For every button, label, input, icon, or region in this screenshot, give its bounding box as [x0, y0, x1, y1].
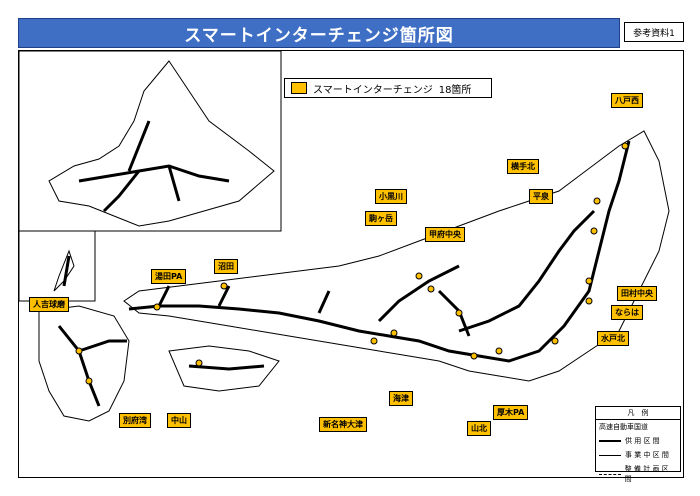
page-title-bar: スマートインターチェンジ箇所図 — [18, 18, 620, 48]
smart-ic-label: ならは — [611, 305, 643, 320]
expressway-network — [57, 140, 631, 407]
map-legend: 凡 例 高速自動車国道 供 用 区 間 事 業 中 区 間 整 備 計 画 区 … — [595, 406, 681, 483]
line-sample — [599, 454, 621, 456]
smart-ic-label: 別府湾 — [119, 413, 151, 428]
hokkaido-inset — [19, 51, 282, 232]
smart-ic-label: 駒ヶ岳 — [365, 211, 397, 226]
map-legend-row: 高速自動車国道 — [596, 420, 680, 434]
page-title: スマートインターチェンジ箇所図 — [184, 25, 454, 46]
legend-count: 18箇所 — [438, 84, 472, 96]
reference-badge: 参考資料1 — [624, 22, 684, 42]
map-legend-text: 整 備 計 画 区 間 — [624, 465, 669, 483]
map-legend-text: 事 業 中 区 間 — [625, 451, 669, 459]
kyushu-outline — [38, 305, 130, 422]
map-legend-row: 事 業 中 区 間 — [596, 448, 680, 462]
japan-map — [19, 51, 670, 422]
line-sample — [599, 440, 621, 442]
smart-ic-label: 中山 — [167, 413, 191, 428]
smart-ic-label: 沼田 — [214, 259, 238, 274]
okinawa-inset — [19, 230, 96, 302]
line-sample — [599, 473, 621, 475]
okinawa-outline — [53, 249, 75, 292]
legend-swatch — [291, 82, 307, 94]
smart-ic-label: 甲府中央 — [425, 227, 465, 242]
smart-ic-markers — [75, 142, 629, 385]
smart-ic-label: 小黒川 — [375, 189, 407, 204]
smart-ic-label: 新名神大津 — [319, 417, 367, 432]
map-frame: スマートインターチェンジ 18箇所 八戸西 横手北 平泉 田村中央 ならは 水戸… — [18, 50, 684, 483]
smart-ic-label: 山北 — [467, 421, 491, 436]
smart-ic-label: 人吉球磨 — [29, 297, 69, 312]
smart-ic-label: 横手北 — [507, 159, 539, 174]
smart-ic-label: 八戸西 — [611, 93, 643, 108]
smart-ic-label: 海津 — [389, 391, 413, 406]
shikoku-outline — [168, 345, 280, 392]
hokkaido-outline — [48, 60, 275, 227]
legend-label: スマートインターチェンジ — [313, 84, 433, 96]
map-legend-header: 凡 例 — [596, 407, 680, 420]
map-legend-text: 供 用 区 間 — [625, 437, 660, 445]
smart-ic-label: 水戸北 — [597, 331, 629, 346]
smart-ic-label: 平泉 — [529, 189, 553, 204]
honshu-outline — [123, 130, 670, 382]
hokkaido-roads — [78, 120, 230, 213]
legend-box: スマートインターチェンジ 18箇所 — [284, 78, 492, 98]
smart-ic-label: 田村中央 — [617, 286, 657, 301]
map-legend-text: 高速自動車国道 — [599, 423, 648, 431]
okinawa-road — [62, 255, 71, 287]
map-legend-row: 整 備 計 画 区 間 — [596, 462, 680, 486]
smart-ic-label: 厚木PA — [493, 405, 529, 420]
smart-ic-label: 湯田PA — [151, 269, 187, 284]
map-legend-row: 供 用 区 間 — [596, 434, 680, 448]
